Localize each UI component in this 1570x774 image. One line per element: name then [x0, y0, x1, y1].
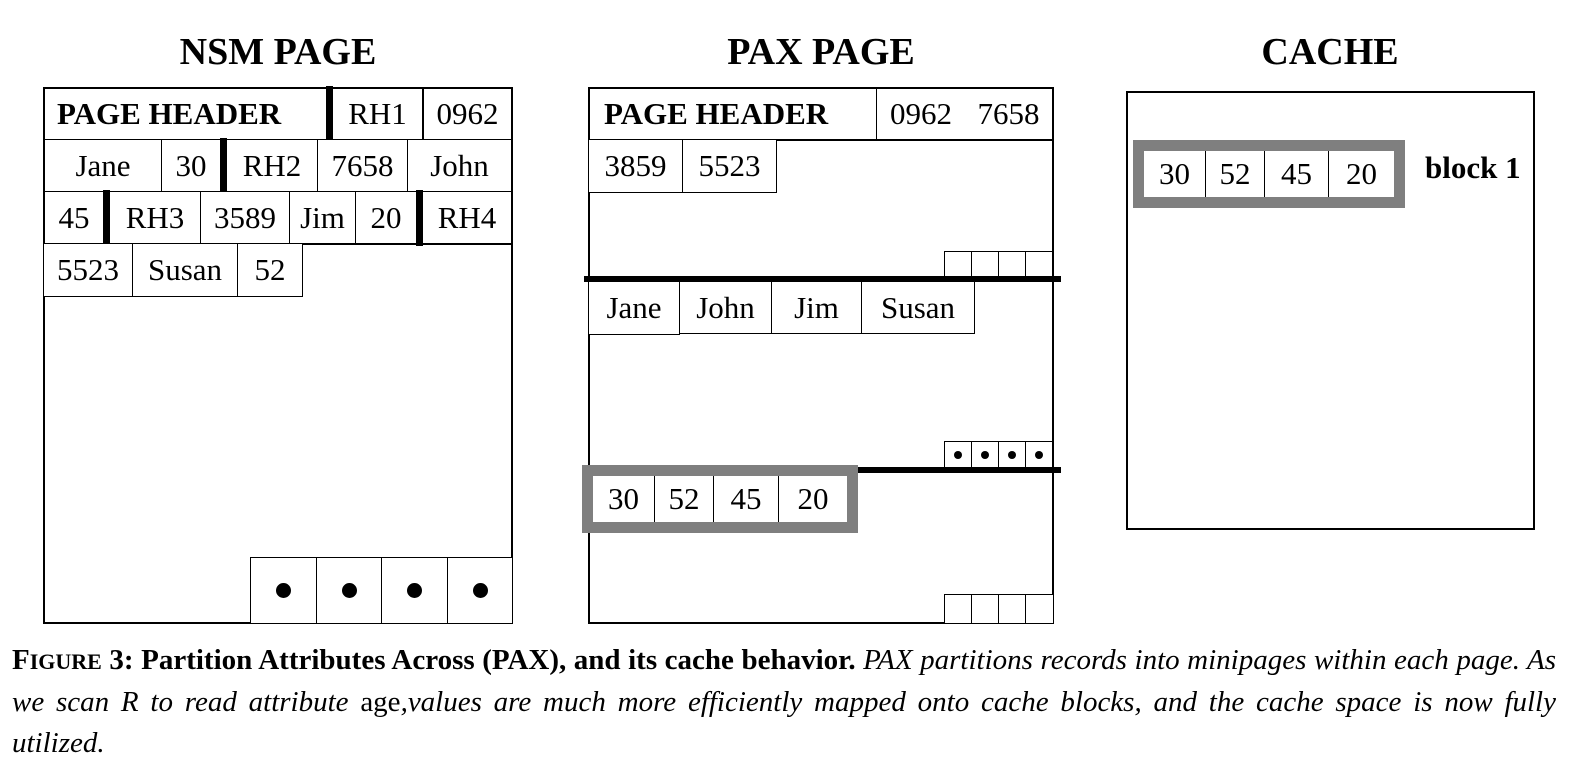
bit-set-dot-icon	[954, 451, 962, 459]
figure-caption: FIGURE 3: Partition Attributes Across (P…	[12, 640, 1556, 764]
pointer-dot-icon	[341, 583, 357, 598]
pax-presence-bit	[971, 251, 999, 279]
pax-presence-bit	[944, 594, 972, 624]
pax-presence-bit	[971, 441, 999, 469]
nsm-slot-pointer	[447, 557, 513, 624]
pointer-dot-icon	[472, 583, 488, 598]
pax-page-title: PAX PAGE	[727, 31, 915, 73]
nsm-cell-jane: Jane	[45, 140, 162, 192]
pax-presence-bit	[971, 594, 999, 624]
bit-set-dot-icon	[1008, 451, 1016, 459]
pax-cell-jim: Jim	[771, 282, 862, 334]
caption-attribute: age	[360, 686, 401, 718]
cache-block-label: block 1	[1425, 150, 1521, 185]
nsm-slot-pointer	[381, 557, 448, 624]
cache-cell-45: 45	[1265, 151, 1329, 197]
cache-cell-20: 20	[1329, 151, 1394, 197]
nsm-cell-30: 30	[162, 140, 220, 192]
nsm-cell-0962: 0962	[423, 89, 511, 140]
pax-cell-age-30: 30	[593, 476, 655, 522]
pax-cell-john: John	[679, 282, 772, 334]
pax-row-divider	[588, 139, 1054, 141]
nsm-record-separator	[103, 190, 110, 246]
nsm-cell-rh1: RH1	[333, 89, 423, 140]
nsm-cell-20: 20	[356, 192, 416, 244]
nsm-cell-7658: 7658	[318, 140, 408, 192]
nsm-record-separator	[416, 190, 423, 246]
nsm-slot-pointer	[250, 557, 317, 624]
nsm-record-separator	[220, 138, 227, 194]
cache-cell-30: 30	[1144, 151, 1206, 197]
nsm-cell-susan: Susan	[132, 243, 238, 297]
caption-text: ,values are much more efficiently mapped…	[12, 686, 1556, 759]
pax-cell-3859: 3859	[588, 139, 683, 193]
pax-presence-bit	[1025, 594, 1054, 624]
caption-text: PAX partitions records into minipages wi…	[12, 644, 1556, 718]
pax-presence-bit	[1025, 251, 1053, 279]
nsm-record-separator	[326, 86, 333, 142]
pax-presence-bit	[944, 251, 972, 279]
pointer-dot-icon	[276, 583, 291, 598]
pax-presence-bit	[944, 441, 972, 469]
pax-cell-age-20: 20	[779, 476, 847, 522]
nsm-cell-rh4: RH4	[423, 192, 511, 244]
pax-page-header: PAGE HEADER	[604, 96, 829, 131]
pax-cell-7658: 7658	[965, 89, 1052, 140]
bit-set-dot-icon	[1035, 451, 1043, 459]
pax-cell-0962: 0962	[876, 89, 966, 140]
pax-cell-susan: Susan	[861, 282, 975, 334]
nsm-cell-jim: Jim	[290, 192, 356, 244]
nsm-cell-3589: 3589	[201, 192, 290, 244]
caption-figure-label: FIGURE 3: Partition Attributes Across (P…	[12, 644, 856, 676]
nsm-slot-pointer	[316, 557, 382, 624]
nsm-cell-5523: 5523	[43, 243, 133, 297]
nsm-page-title: NSM PAGE	[179, 31, 377, 73]
pax-presence-bit	[998, 441, 1026, 469]
pax-cell-5523: 5523	[682, 139, 777, 193]
pax-presence-bit	[998, 594, 1026, 624]
nsm-cell-rh3: RH3	[110, 192, 201, 244]
nsm-cell-52: 52	[237, 243, 303, 297]
nsm-page-header: PAGE HEADER	[57, 96, 282, 131]
nsm-cell-rh2: RH2	[227, 140, 318, 192]
nsm-cell-john: John	[408, 140, 511, 192]
cache-cell-52: 52	[1206, 151, 1265, 197]
pax-presence-bit	[998, 251, 1026, 279]
pax-cell-age-45: 45	[714, 476, 779, 522]
cache-title: CACHE	[1261, 31, 1399, 73]
pax-cell-jane: Jane	[588, 282, 680, 335]
pax-cell-age-52: 52	[655, 476, 714, 522]
nsm-cell-45: 45	[45, 192, 103, 244]
pointer-dot-icon	[407, 583, 422, 598]
bit-set-dot-icon	[981, 451, 989, 459]
pax-minipage-separator	[584, 276, 1061, 282]
pax-presence-bit	[1025, 441, 1053, 469]
